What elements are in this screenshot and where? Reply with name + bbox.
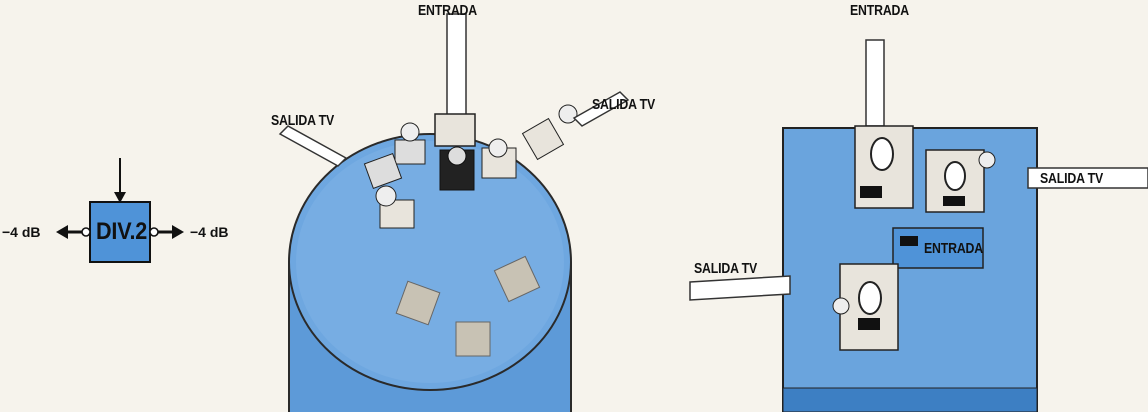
round-output-left-label: SALIDA TV	[271, 112, 334, 129]
round-input-label: ENTRADA	[418, 2, 477, 19]
box-splitter	[689, 39, 1148, 412]
round-splitter	[278, 13, 630, 412]
div2-block-label: DIV.2	[96, 218, 148, 245]
left-output-gain: −4 dB	[2, 224, 41, 240]
down-arrow-icon	[114, 192, 126, 203]
box-output-left-label: SALIDA TV	[694, 260, 757, 277]
right-arrow-icon	[172, 225, 184, 239]
box-output-right-label: SALIDA TV	[1040, 170, 1103, 187]
right-output-gain: −4 dB	[190, 224, 229, 240]
div2-block-diagram	[56, 158, 184, 263]
box-inner-label: ENTRADA	[924, 240, 983, 257]
box-input-label: ENTRADA	[850, 2, 909, 19]
left-arrow-icon	[56, 225, 68, 239]
round-output-right-label: SALIDA TV	[592, 96, 655, 113]
